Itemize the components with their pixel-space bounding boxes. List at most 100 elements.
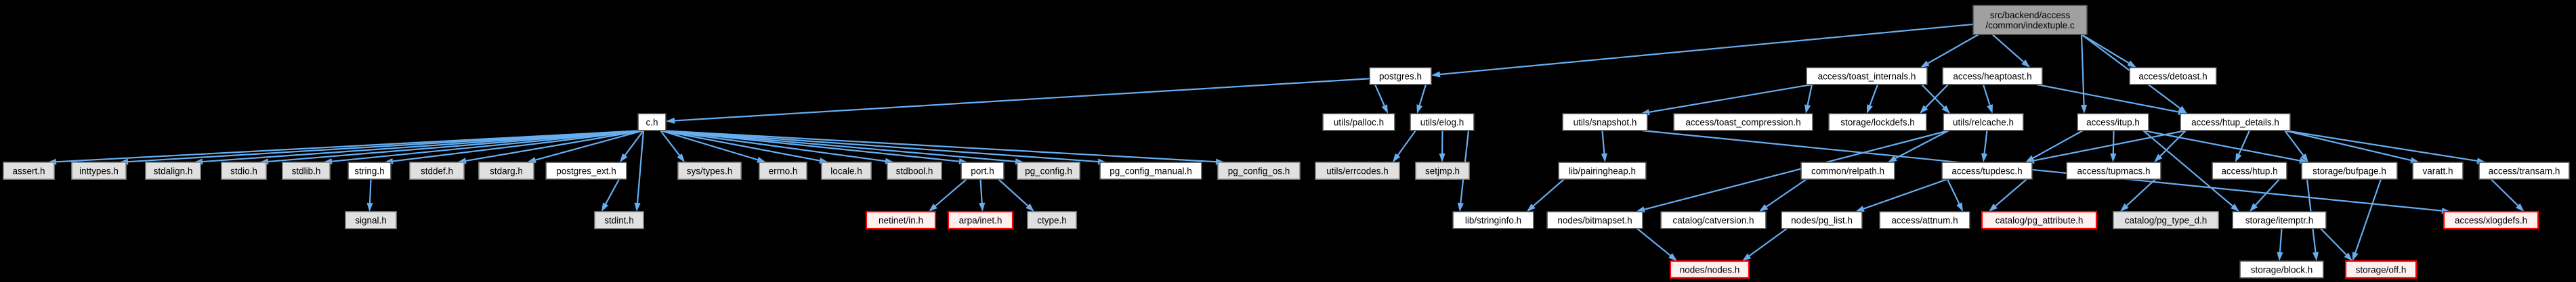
graph-node-pg-attribute[interactable]: catalog/pg_attribute.h — [1981, 210, 2098, 230]
node-label: access/itup.h — [2086, 117, 2140, 127]
graph-node-tupdesc[interactable]: access/tupdesc.h — [1941, 162, 2033, 180]
graph-node-sys-types: sys/types.h — [677, 162, 742, 180]
node-box[interactable] — [2232, 211, 2327, 229]
edge-pairingheap-stringinfo — [1527, 179, 1565, 212]
graph-node-detoast[interactable]: access/detoast.h — [2129, 67, 2217, 85]
node-box[interactable] — [2239, 260, 2324, 279]
node-box[interactable] — [1562, 113, 1648, 131]
edge-bufpage-off — [2352, 179, 2382, 261]
edge-htup_details-transam — [2284, 129, 2486, 164]
node-box[interactable] — [2066, 162, 2161, 180]
graph-node-tupmacs[interactable]: access/tupmacs.h — [2066, 162, 2161, 180]
node-box[interactable] — [2301, 162, 2398, 180]
node-box[interactable] — [637, 113, 667, 131]
node-box[interactable] — [2077, 113, 2149, 131]
node-box[interactable] — [947, 210, 1014, 230]
node-box[interactable] — [2129, 67, 2217, 85]
graph-node-lockdefs[interactable]: storage/lockdefs.h — [1828, 113, 1927, 131]
graph-node-arpa-inet[interactable]: arpa/inet.h — [947, 210, 1014, 230]
graph-node-setjmp-h: setjmp.h — [1415, 162, 1470, 180]
edge-itup-tupdesc — [2025, 130, 2084, 162]
node-box[interactable] — [1673, 113, 1813, 131]
node-box[interactable] — [1546, 211, 1643, 229]
graph-node-stdint: stdint.h — [594, 211, 644, 229]
node-box[interactable] — [2443, 210, 2539, 230]
graph-node-bitmapset[interactable]: nodes/bitmapset.h — [1546, 211, 1643, 229]
node-label: access/htup.h — [2221, 166, 2277, 176]
graph-node-port-h[interactable]: port.h — [960, 162, 1005, 180]
node-box[interactable] — [545, 162, 627, 180]
node-label: src/backend/access/common/indextuple.c — [1985, 10, 2075, 30]
node-box[interactable] — [1943, 113, 2024, 131]
graph-node-htup[interactable]: access/htup.h — [2212, 162, 2287, 180]
graph-node-xlogdefs[interactable]: access/xlogdefs.h — [2443, 210, 2539, 230]
graph-node-attnum[interactable]: access/attnum.h — [1879, 211, 1970, 229]
node-box[interactable] — [1800, 162, 1895, 180]
node-box[interactable] — [2344, 260, 2417, 279]
node-label: stdlib.h — [292, 166, 321, 176]
graph-node-pg-config-manual[interactable]: pg_config_manual.h — [1099, 162, 1202, 180]
node-box[interactable] — [1879, 211, 1970, 229]
graph-node-itup[interactable]: access/itup.h — [2077, 113, 2149, 131]
node-box[interactable] — [865, 210, 937, 230]
graph-node-varatt[interactable]: varatt.h — [2412, 162, 2464, 180]
graph-node-pg-list[interactable]: nodes/pg_list.h — [1781, 211, 1863, 229]
node-label: access/heaptoast.h — [1953, 71, 2031, 81]
graph-node-itemptr[interactable]: storage/itemptr.h — [2232, 211, 2327, 229]
node-box[interactable] — [1669, 260, 1750, 279]
node-box[interactable] — [1410, 113, 1475, 131]
node-box[interactable] — [1322, 113, 1395, 131]
graph-node-pairingheap[interactable]: lib/pairingheap.h — [1558, 162, 1647, 180]
graph-node-bufpage[interactable]: storage/bufpage.h — [2301, 162, 2398, 180]
graph-node-stringinfo[interactable]: lib/stringinfo.h — [1452, 211, 1534, 229]
node-box[interactable] — [1981, 210, 2098, 230]
edge-postgres_h-c_h — [666, 78, 1370, 124]
graph-node-off[interactable]: storage/off.h — [2344, 260, 2417, 279]
node-box — [345, 211, 397, 229]
node-box[interactable] — [1941, 162, 2033, 180]
node-label: access/tupmacs.h — [2077, 166, 2150, 176]
graph-node-transam[interactable]: access/transam.h — [2478, 162, 2570, 180]
graph-node-relpath[interactable]: common/relpath.h — [1800, 162, 1895, 180]
graph-node-postgres-h[interactable]: postgres.h — [1369, 67, 1432, 85]
node-box[interactable] — [2212, 162, 2287, 180]
graph-node-toast-internals[interactable]: access/toast_internals.h — [1806, 67, 1928, 85]
graph-node-stdalign: stdalign.h — [145, 162, 201, 180]
graph-node-relcache[interactable]: utils/relcache.h — [1943, 113, 2024, 131]
graph-node-catversion[interactable]: catalog/catversion.h — [1660, 211, 1767, 229]
graph-node-palloc[interactable]: utils/palloc.h — [1322, 113, 1395, 131]
node-box[interactable] — [2180, 113, 2291, 131]
node-box[interactable] — [960, 162, 1005, 180]
node-box[interactable] — [347, 162, 392, 180]
edge-transam-xlogdefs — [2490, 179, 2525, 212]
node-box[interactable] — [1369, 67, 1432, 85]
node-box[interactable] — [1828, 113, 1927, 131]
edge-tupdesc-pg_attribute — [1989, 179, 2027, 212]
graph-node-nodes-h[interactable]: nodes/nodes.h — [1669, 260, 1750, 279]
graph-node-toast-compression[interactable]: access/toast_compression.h — [1673, 113, 1813, 131]
graph-node-postgres-ext[interactable]: postgres_ext.h — [545, 162, 627, 180]
node-box[interactable] — [2412, 162, 2464, 180]
node-label: lib/stringinfo.h — [1465, 215, 1521, 225]
node-box[interactable] — [1660, 211, 1767, 229]
node-box[interactable] — [1452, 211, 1534, 229]
node-box[interactable] — [1806, 67, 1928, 85]
graph-node-block[interactable]: storage/block.h — [2239, 260, 2324, 279]
node-label: catalog/catversion.h — [1672, 215, 1754, 225]
node-box[interactable] — [1942, 67, 2043, 85]
edge-postgres_h-elog — [1416, 84, 1427, 114]
graph-node-assert-h: assert.h — [3, 162, 55, 180]
node-box[interactable] — [1558, 162, 1647, 180]
graph-node-heaptoast[interactable]: access/heaptoast.h — [1942, 67, 2043, 85]
node-box[interactable] — [1099, 162, 1202, 180]
graph-node-netinet-in[interactable]: netinet/in.h — [865, 210, 937, 230]
graph-node-pg-config-os: pg_config_os.h — [1217, 162, 1301, 180]
graph-node-c-h[interactable]: c.h — [637, 113, 667, 131]
graph-node-elog[interactable]: utils/elog.h — [1410, 113, 1475, 131]
graph-node-string-h[interactable]: string.h — [347, 162, 392, 180]
node-label: access/htup_details.h — [2191, 117, 2279, 127]
node-box[interactable] — [2478, 162, 2570, 180]
graph-node-htup-details[interactable]: access/htup_details.h — [2180, 113, 2291, 131]
node-box[interactable] — [1781, 211, 1863, 229]
graph-node-snapshot[interactable]: utils/snapshot.h — [1562, 113, 1648, 131]
